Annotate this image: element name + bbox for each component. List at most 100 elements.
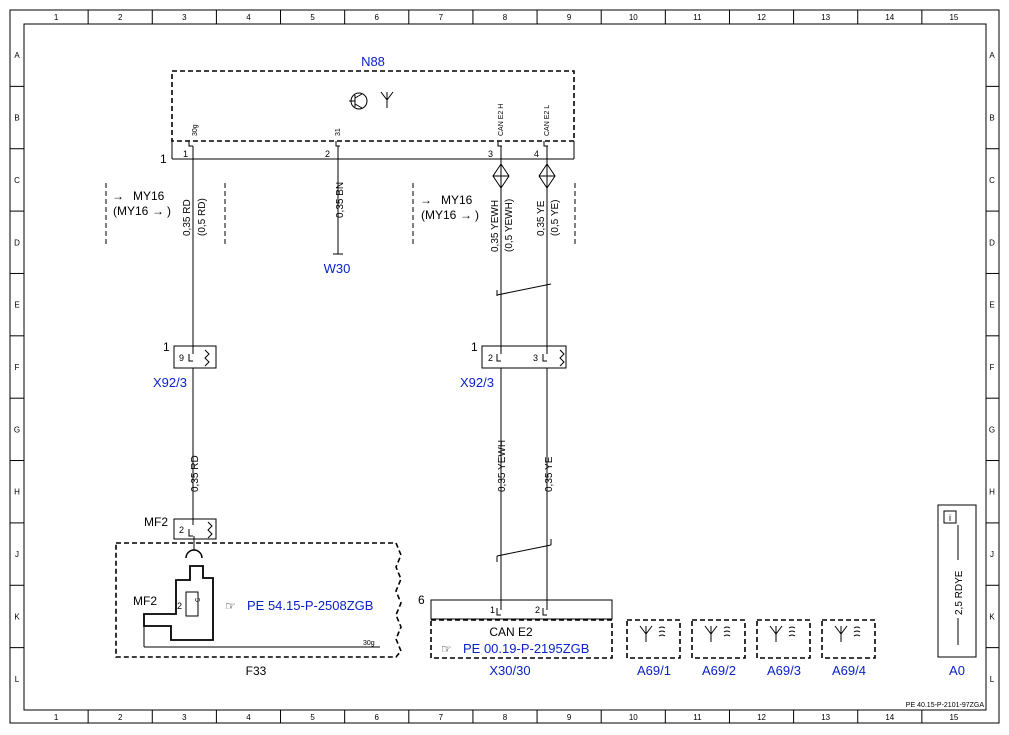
antenna-icon (834, 625, 848, 642)
grid-col-11: 11 (693, 713, 702, 722)
grid-row-G: G (14, 425, 20, 434)
transistor-icon (349, 92, 368, 110)
pin-name-30g: 30g (192, 124, 199, 136)
grid-row-D: D (989, 238, 995, 247)
x92-right-name: X92/3 (460, 375, 494, 390)
wire-yewh-label: 0,35 YEWH (490, 200, 501, 252)
svg-text:1: 1 (471, 340, 478, 354)
grid-col-13: 13 (821, 713, 830, 722)
grid-row-L: L (15, 675, 20, 684)
n88-pin-1: 1 (183, 149, 188, 159)
pin-name-31: 31 (335, 128, 342, 136)
grid-col-5: 5 (310, 713, 315, 722)
antenna-icon (704, 625, 718, 642)
svg-text:): ) (475, 208, 479, 222)
wire-can-high[interactable]: 0,35 YEWH (0,5 YEWH) 0,35 YEWH (490, 146, 515, 610)
svg-text:9: 9 (179, 353, 184, 363)
x30-reference-link[interactable]: PE 00.19-P-2195ZGB (463, 641, 589, 656)
n88-pin-3: 3 (488, 149, 493, 159)
svg-text:1: 1 (490, 605, 495, 615)
antenna-name: A69/2 (702, 663, 736, 678)
grid-col-11: 11 (693, 13, 702, 22)
wire-ye-lower-label: 0,35 YE (544, 456, 555, 492)
document-reference: PE 40.15-P-2101-97ZGA (906, 702, 985, 709)
grid-row-C: C (989, 176, 995, 185)
wire-bn[interactable]: 0,35 BN W30 (324, 146, 351, 276)
n88-title: N88 (361, 54, 385, 69)
x92-left-name: X92/3 (153, 375, 187, 390)
grid-col-6: 6 (375, 713, 380, 722)
antenna-name: A69/3 (767, 663, 801, 678)
hand-pointer-icon: ☞ (225, 599, 236, 613)
grid-row-B: B (14, 114, 19, 123)
antenna-4[interactable]: A69/4 (821, 619, 876, 678)
grid-col-10: 10 (629, 13, 638, 22)
svg-text:→: → (112, 189, 124, 203)
grid-row-F: F (990, 363, 995, 372)
signal-wave-icon (658, 626, 666, 637)
wire-rd-alt-label: (0,5 RD) (197, 198, 208, 236)
svg-text:2: 2 (488, 353, 493, 363)
inner-frame (23, 23, 987, 711)
grid-row-E: E (989, 301, 994, 310)
grid-col-12: 12 (757, 13, 766, 22)
wire-rd-label: 0,35 RD (182, 199, 193, 236)
antenna-2[interactable]: A69/2 (691, 619, 746, 678)
n88-outline (171, 70, 575, 142)
svg-text:2: 2 (535, 605, 540, 615)
wire-can-low[interactable]: 0,35 YE (0,5 YE) 0,35 YE (536, 146, 561, 610)
svg-text:3: 3 (533, 353, 538, 363)
grid-row-E: E (14, 301, 19, 310)
svg-text:2: 2 (179, 525, 184, 535)
wire-bn-label: 0,35 BN (335, 182, 346, 218)
my16-marker-right: → MY16 (MY16 → ) (412, 183, 576, 245)
svg-text:(MY16: (MY16 (421, 208, 457, 222)
grid-col-14: 14 (885, 713, 894, 722)
grid-col-1: 1 (54, 13, 59, 22)
hand-pointer-icon: ☞ (441, 642, 452, 656)
connector-x30-30[interactable]: 6 1 2 CAN E2 ☞ PE 00.19-P-2195ZGB X30/30 (418, 593, 613, 678)
grid-row-D: D (14, 238, 20, 247)
a0-wire-label: 2,5 RDYE (954, 570, 965, 615)
wire-rd[interactable]: 0,35 RD (0,5 RD) 0,35 RD (182, 146, 208, 525)
grid-row-H: H (14, 488, 20, 497)
svg-text:1: 1 (163, 340, 170, 354)
grid-col-6: 6 (375, 13, 380, 22)
signal-wave-icon (853, 626, 861, 637)
grid-row-C: C (14, 176, 20, 185)
wire-ye-alt-label: (0,5 YE) (550, 200, 561, 237)
grid-col-13: 13 (821, 13, 830, 22)
shield-diamond-icon (492, 163, 556, 189)
grid-row-G: G (989, 425, 995, 434)
grid-col-15: 15 (949, 13, 958, 22)
svg-text:MY16: MY16 (133, 189, 165, 203)
antenna-1[interactable]: A69/1 (626, 619, 681, 678)
f33-reference-link[interactable]: PE 54.15-P-2508ZGB (247, 598, 373, 613)
grid-row-K: K (989, 612, 995, 621)
a0-name: A0 (949, 663, 965, 678)
wire-yewh-lower-label: 0,35 YEWH (497, 440, 508, 492)
grid-col-15: 15 (949, 713, 958, 722)
grid-row-J: J (15, 550, 19, 559)
n88-module[interactable]: N88 1 30g 31 CAN E2 H CAN E2 L 1 2 3 4 (160, 54, 575, 166)
n88-pin-4: 4 (534, 149, 539, 159)
grid-row-K: K (14, 612, 20, 621)
grid-col-9: 9 (567, 713, 572, 722)
grid-row-J: J (990, 550, 994, 559)
antenna-3[interactable]: A69/3 (756, 619, 811, 678)
mf2-top-label: MF2 (144, 515, 168, 529)
a0-block[interactable]: i 2,5 RDYE A0 (937, 504, 977, 678)
grid-col-7: 7 (439, 713, 444, 722)
grid-col-4: 4 (246, 13, 251, 22)
connector-x92-right[interactable]: 2 3 1 X92/3 (460, 340, 567, 390)
svg-text:→: → (460, 208, 472, 222)
fuse-value: 5 (193, 598, 200, 602)
connector-x92-left[interactable]: 9 1 X92/3 (153, 340, 217, 390)
fuse-box-f33[interactable]: MF2 2 5 2 MF2 30g ☞ PE 54.15-P-2508ZGB F… (115, 515, 402, 678)
pin-name-can-l: CAN E2 L (544, 105, 551, 136)
